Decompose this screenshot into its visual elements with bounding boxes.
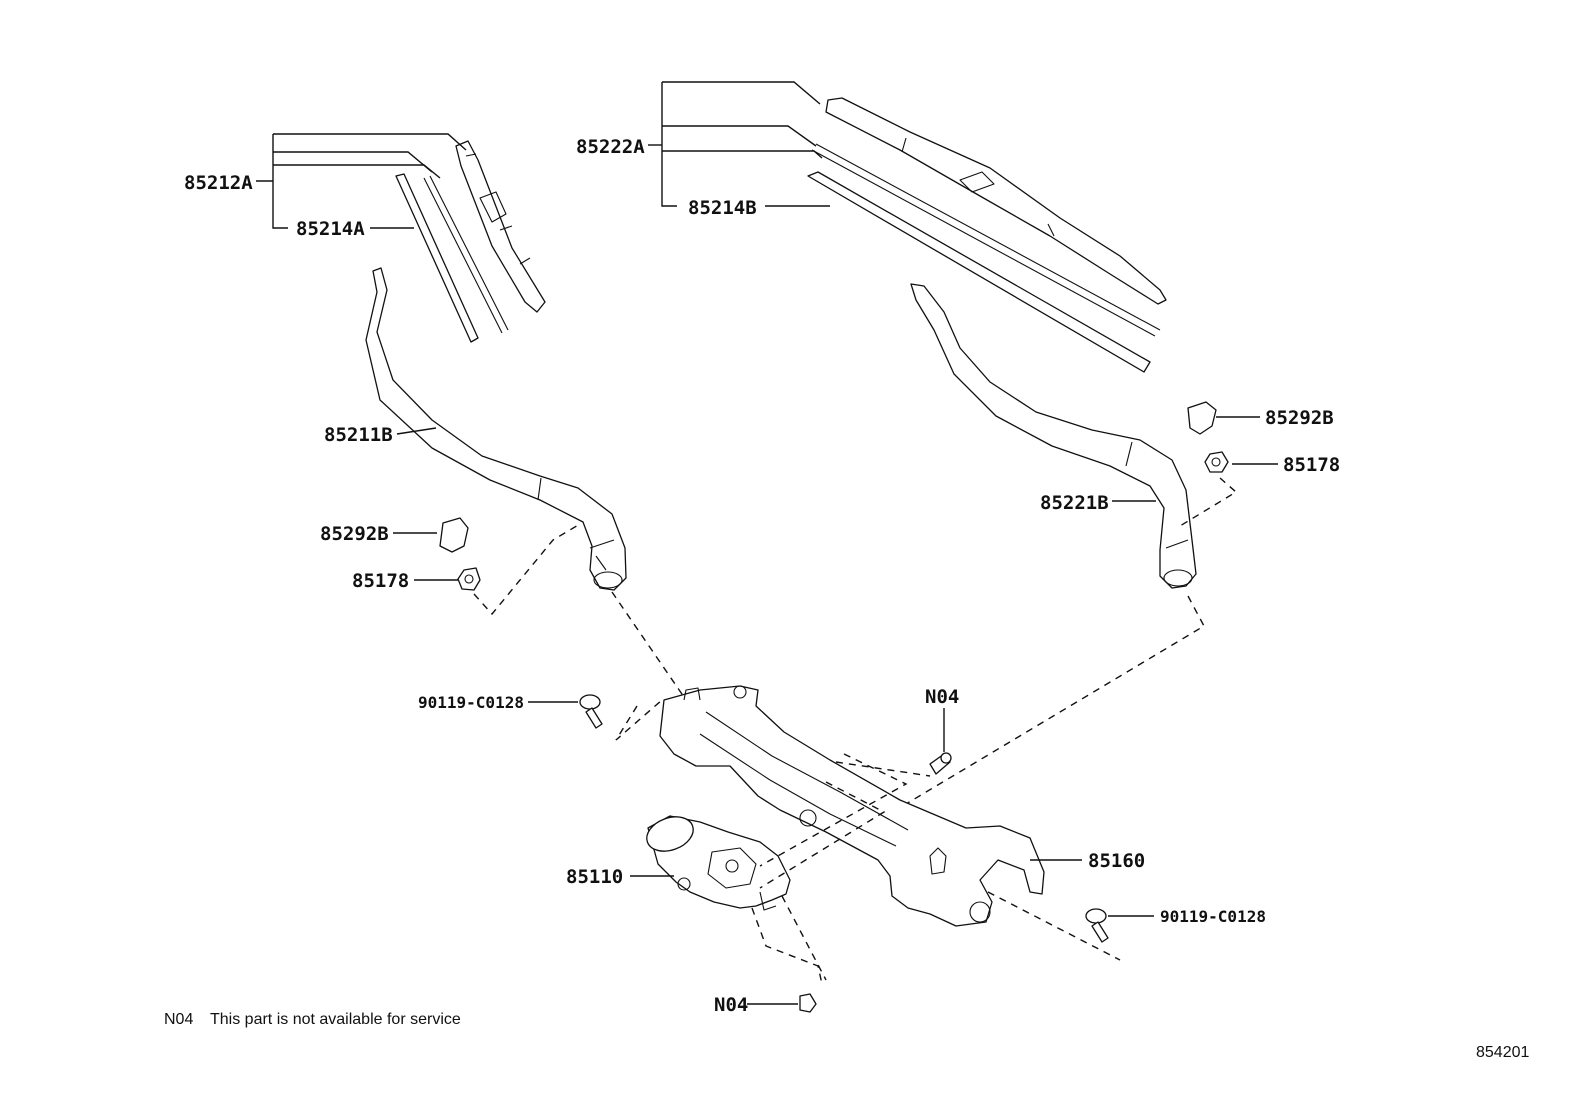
right-cap: [1187, 401, 1217, 435]
bolt-n04-top: [929, 752, 952, 775]
label-85292B-right: 85292B: [1265, 407, 1334, 429]
left-nut-dash: [473, 523, 581, 616]
bolt-left: [579, 694, 603, 729]
label-85178-right: 85178: [1283, 454, 1340, 476]
bolt-right: [1085, 908, 1109, 943]
right-wiper-arm: [910, 283, 1197, 589]
label-N04-bottom: N04: [714, 994, 748, 1016]
nut-n04-bottom: [799, 993, 817, 1013]
label-85160: 85160: [1088, 850, 1145, 872]
label-85221B: 85221B: [1040, 492, 1109, 514]
label-90119-C0128-right: 90119-C0128: [1160, 907, 1266, 926]
label-85222A: 85222A: [576, 136, 645, 158]
label-85214B: 85214B: [688, 197, 757, 219]
wiper-linkage: [659, 685, 1045, 927]
footnote-code: N04: [164, 1011, 193, 1028]
label-N04-top: N04: [925, 686, 959, 708]
label-90119-C0128-left: 90119-C0128: [418, 693, 524, 712]
left-nut: [457, 567, 481, 591]
right-blade-rubber: [807, 143, 1161, 373]
left-cap: [439, 517, 469, 553]
label-85110: 85110: [566, 866, 623, 888]
right-wiper-blade: [825, 97, 1167, 305]
label-85292B-left: 85292B: [320, 523, 389, 545]
right-nut: [1204, 451, 1229, 473]
left-wiper-arm: [365, 267, 627, 591]
left-leader-lines: [256, 133, 467, 581]
figure-number: 854201: [1476, 1044, 1529, 1061]
right-leader-lines: [648, 81, 1278, 502]
left-wiper-blade: [455, 140, 546, 313]
label-85212A: 85212A: [184, 172, 253, 194]
label-85211B: 85211B: [324, 424, 393, 446]
wiper-motor: [646, 815, 791, 911]
left-arm-dash: [611, 591, 687, 701]
linkage-dashes: [615, 699, 1121, 985]
left-blade-rubber: [395, 173, 509, 343]
label-85214A: 85214A: [296, 218, 365, 240]
footnote-text: This part is not available for service: [210, 1011, 461, 1028]
right-arm-dash: [905, 595, 1205, 805]
label-85178-left: 85178: [352, 570, 409, 592]
